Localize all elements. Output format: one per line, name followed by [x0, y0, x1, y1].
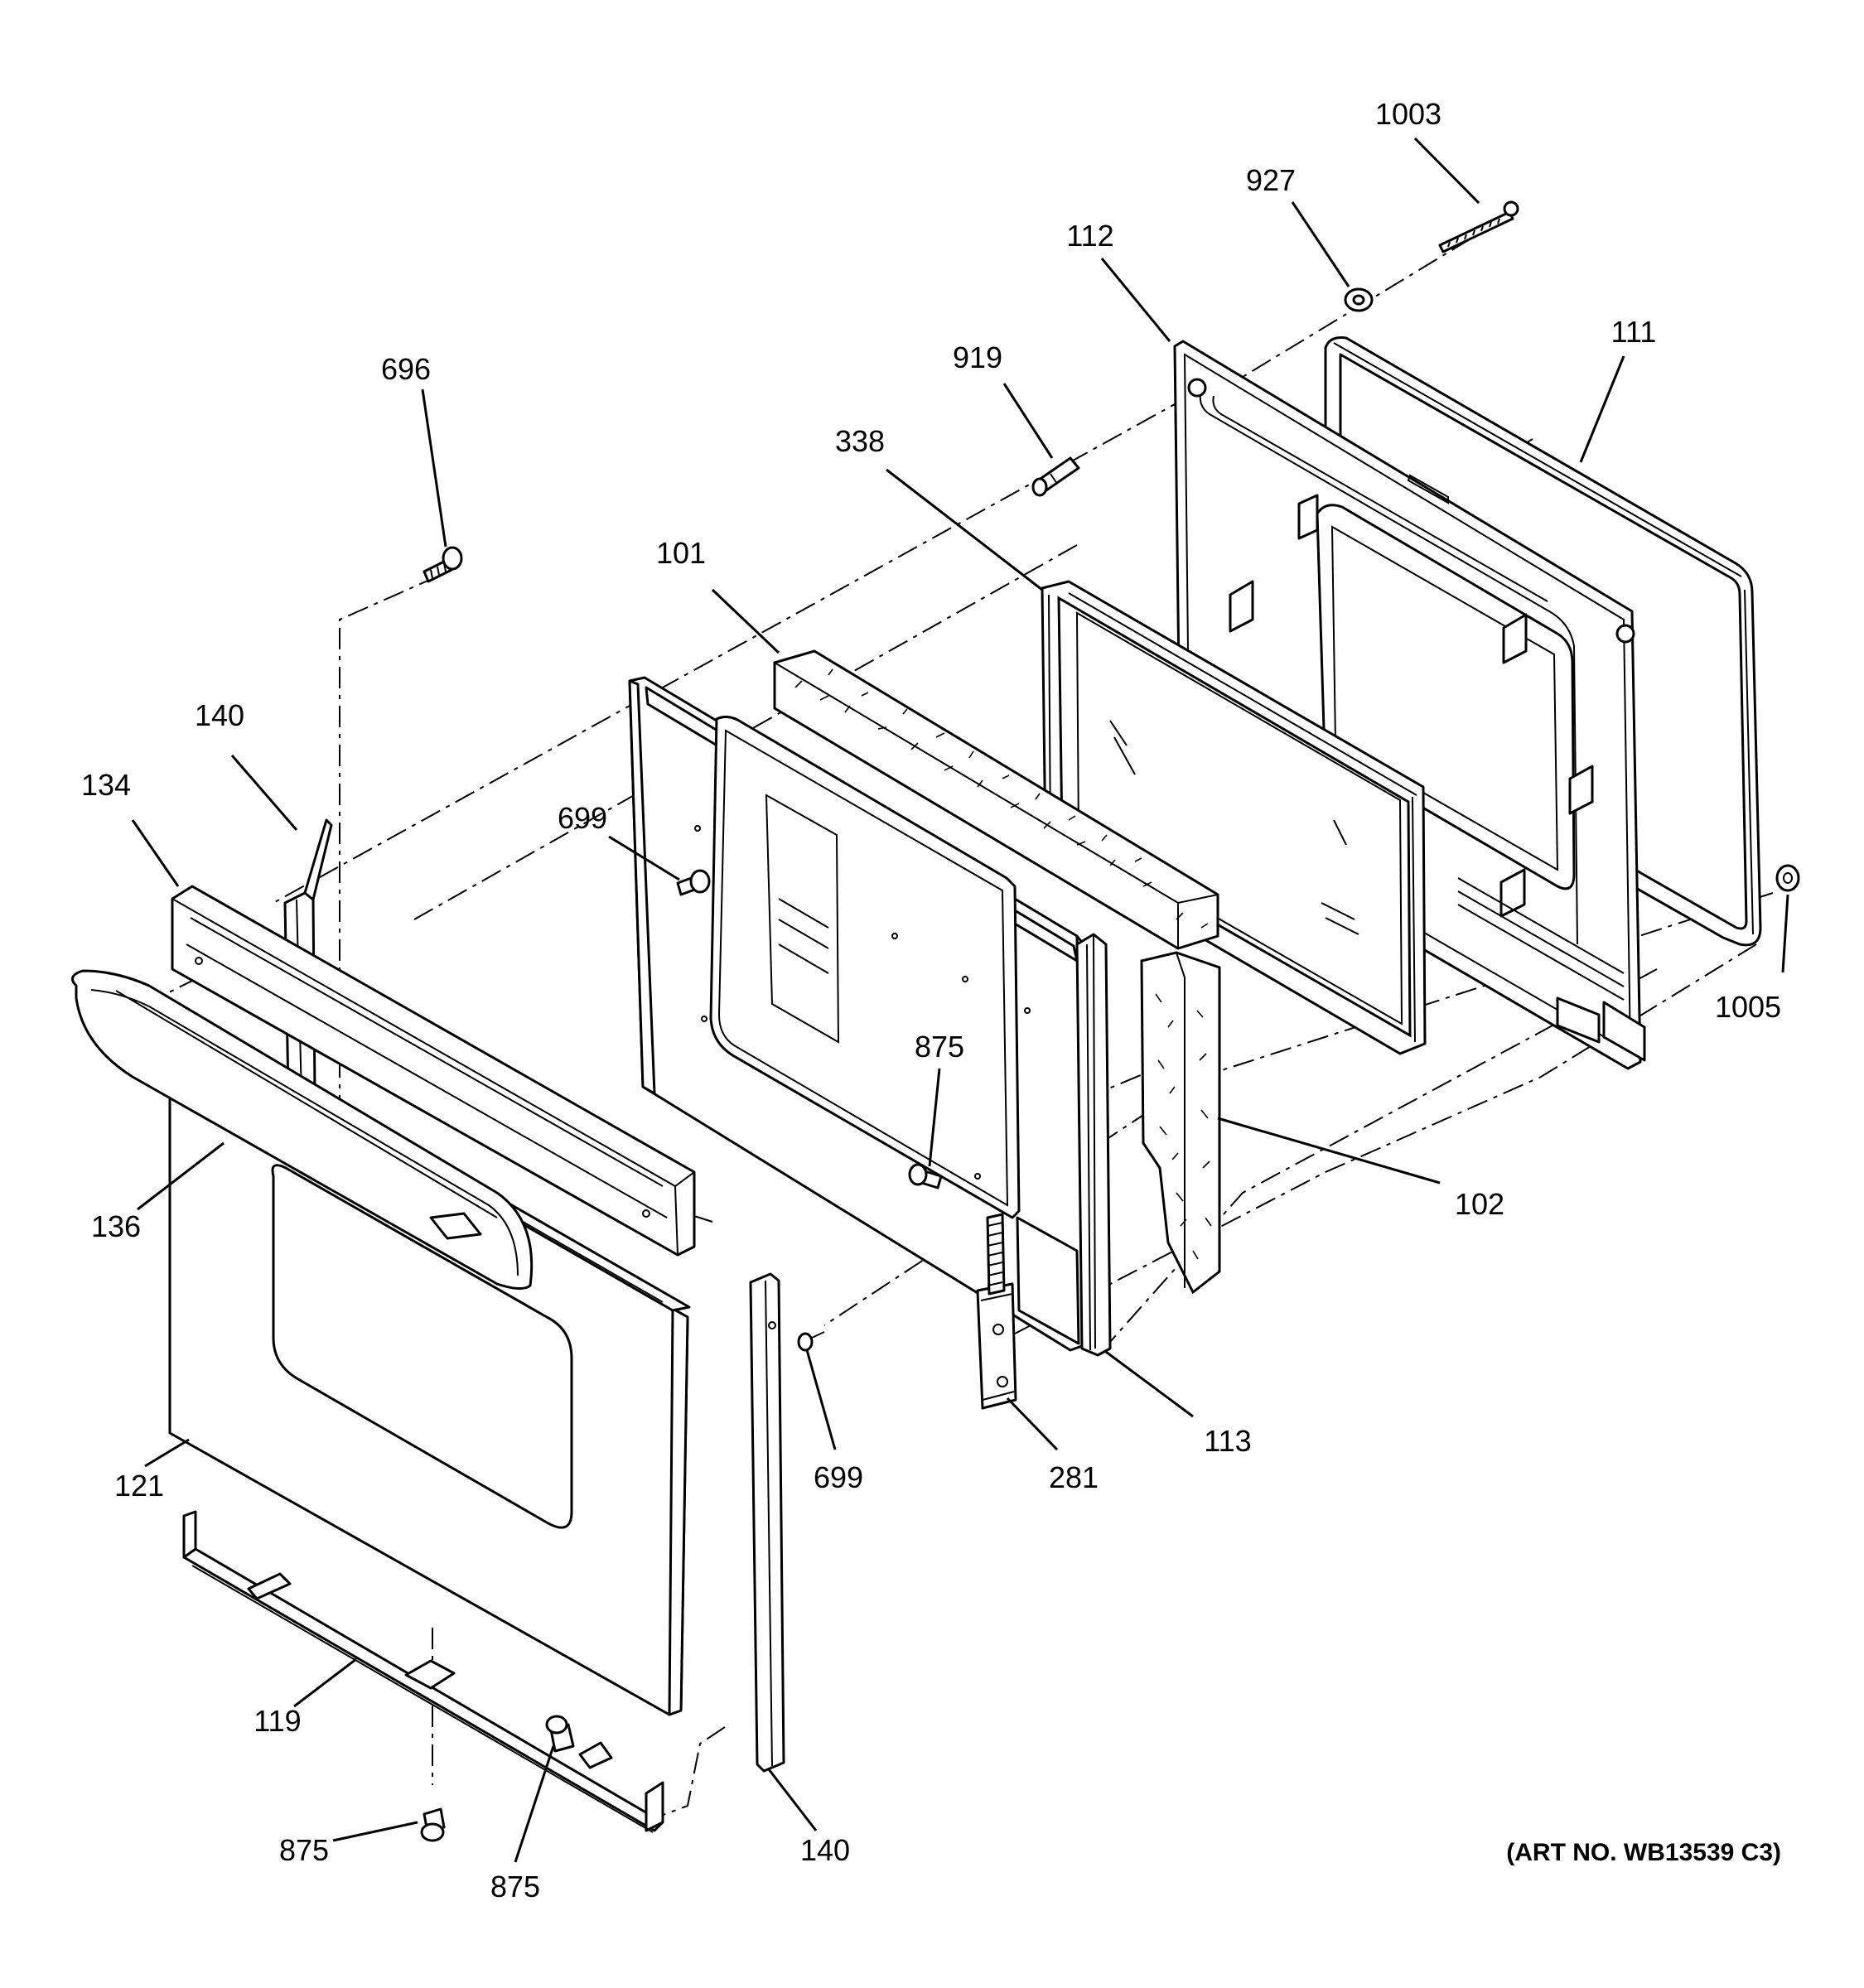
callout-112: 112 — [1066, 219, 1113, 253]
callout-111: 111 — [1611, 315, 1657, 349]
callout-699-upper: 699 — [558, 801, 607, 835]
callout-699-lower: 699 — [814, 1460, 863, 1494]
callout-696: 696 — [381, 352, 431, 386]
screw-1003 — [1438, 200, 1519, 253]
screw-875-lower-right — [545, 1715, 575, 1753]
screw-1005 — [1775, 864, 1800, 892]
callout-101: 101 — [656, 536, 706, 570]
callout-875-lower-right: 875 — [490, 1870, 540, 1904]
screw-699-lower — [797, 1331, 825, 1352]
callout-1003: 1003 — [1375, 97, 1441, 131]
screw-699-upper — [676, 869, 711, 896]
leader-lines — [131, 137, 1789, 1863]
pin-919 — [1031, 456, 1080, 497]
bottom-trim-119 — [182, 1510, 664, 1833]
top-trim-134 — [171, 885, 696, 1257]
glass-pack-338 — [1041, 580, 1427, 1055]
callout-labels: 1003 927 112 111 919 696 338 101 140 134… — [81, 97, 1781, 1904]
washer-927 — [1344, 287, 1374, 312]
side-channel-140-lower — [749, 1272, 785, 1773]
callout-113: 113 — [1204, 1424, 1251, 1458]
callout-281: 281 — [1049, 1460, 1099, 1494]
callout-140-lower: 140 — [800, 1833, 850, 1867]
callout-338: 338 — [835, 424, 885, 458]
hinge-281 — [976, 1213, 1017, 1410]
callout-1005: 1005 — [1715, 990, 1781, 1024]
callout-927: 927 — [1246, 163, 1296, 197]
callout-134: 134 — [81, 768, 131, 802]
callout-140-upper: 140 — [195, 698, 244, 732]
door-handle-136 — [71, 969, 534, 1290]
callout-875-lower-left: 875 — [279, 1833, 329, 1867]
callout-121: 121 — [114, 1469, 164, 1503]
art-number: (ART NO. WB13539 C3) — [1506, 1839, 1781, 1866]
callout-875-upper: 875 — [915, 1030, 964, 1064]
screw-875-upper — [908, 1163, 943, 1189]
door-liner-101 — [628, 676, 1103, 1352]
insulation-speckle — [794, 668, 1212, 1260]
callout-919: 919 — [953, 340, 1002, 374]
side-trim-113 — [1075, 933, 1112, 1357]
callout-102: 102 — [1455, 1187, 1504, 1221]
screw-875-lower-left — [420, 1807, 446, 1842]
callout-136: 136 — [91, 1209, 141, 1243]
insulation-102 — [773, 649, 1221, 1295]
screw-696 — [423, 546, 463, 583]
callout-119: 119 — [254, 1704, 301, 1738]
